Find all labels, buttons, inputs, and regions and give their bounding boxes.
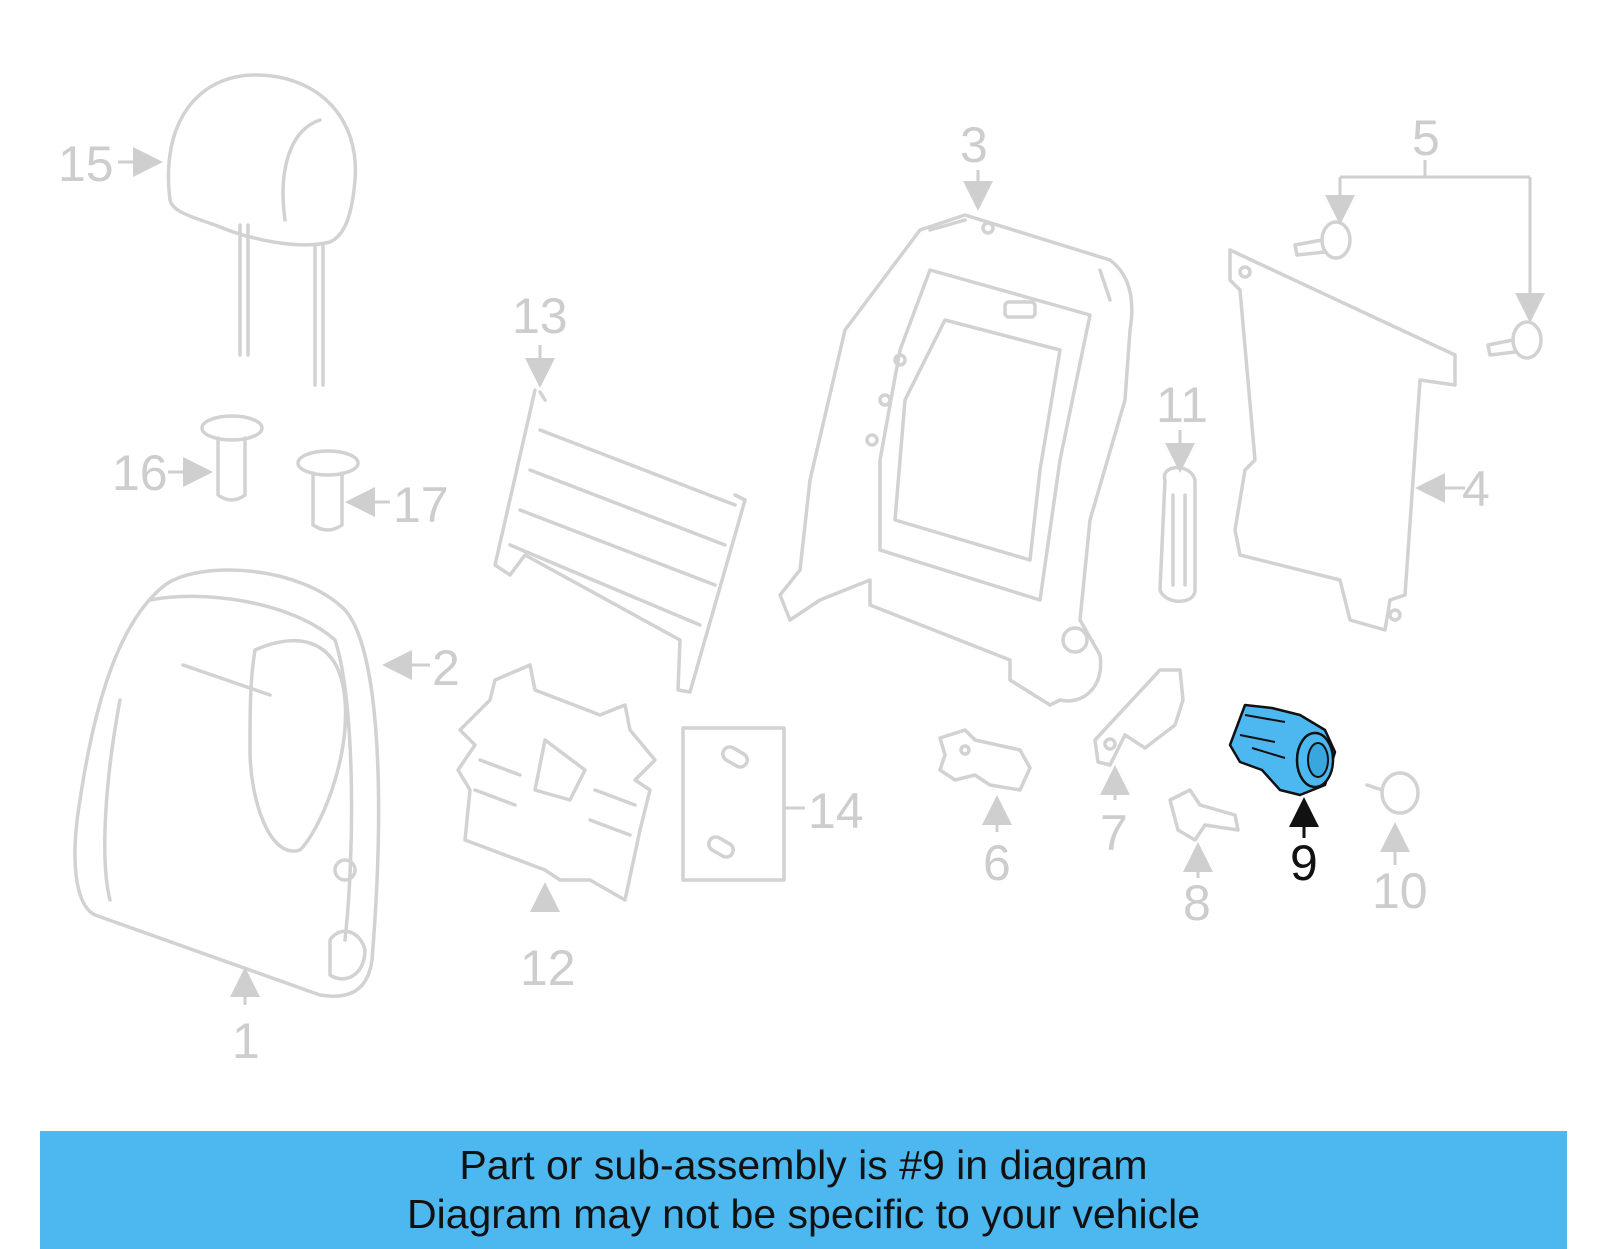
callout-4: 4: [1462, 461, 1490, 517]
seat-back-frame-part: [778, 213, 1134, 707]
callout-8: 8: [1183, 875, 1211, 931]
caption-banner: Part or sub-assembly is #9 in diagram Di…: [40, 1131, 1567, 1249]
caption-line-2: Diagram may not be specific to your vehi…: [406, 1191, 1200, 1237]
back-panel-part: [1228, 248, 1457, 632]
bracket-6-part: [938, 728, 1032, 792]
bolt-8-part: [1168, 788, 1240, 842]
callout-16: 16: [112, 445, 168, 501]
seat-back-cover-part: [73, 568, 381, 998]
knob-11-part: [1158, 465, 1197, 603]
callout-2: 2: [432, 640, 460, 696]
callout-9: 9: [1290, 835, 1318, 891]
plug-10-part: [1365, 771, 1420, 815]
headrest-part: [166, 73, 358, 387]
cover-7-part: [1093, 668, 1185, 767]
highlighted-part-9: [1228, 703, 1337, 797]
spring-mat-part: [493, 388, 747, 694]
callout-13: 13: [512, 288, 568, 344]
caption-line-1: Part or sub-assembly is #9 in diagram: [459, 1142, 1148, 1188]
clip-17-part: [296, 449, 360, 532]
callout-7: 7: [1100, 805, 1128, 861]
callout-12: 12: [520, 940, 576, 996]
callout-14: 14: [808, 783, 864, 839]
lumbar-support-part: [456, 663, 657, 902]
clip-16-part: [200, 414, 264, 502]
callout-6: 6: [983, 835, 1011, 891]
callout-11: 11: [1156, 377, 1208, 433]
callout-10: 10: [1372, 863, 1428, 919]
callout-15: 15: [58, 136, 114, 192]
callout-3: 3: [960, 117, 988, 173]
pad-part: [681, 726, 786, 882]
callout-1: 1: [232, 1013, 260, 1069]
callout-17: 17: [393, 477, 449, 533]
callout-5: 5: [1412, 110, 1440, 166]
